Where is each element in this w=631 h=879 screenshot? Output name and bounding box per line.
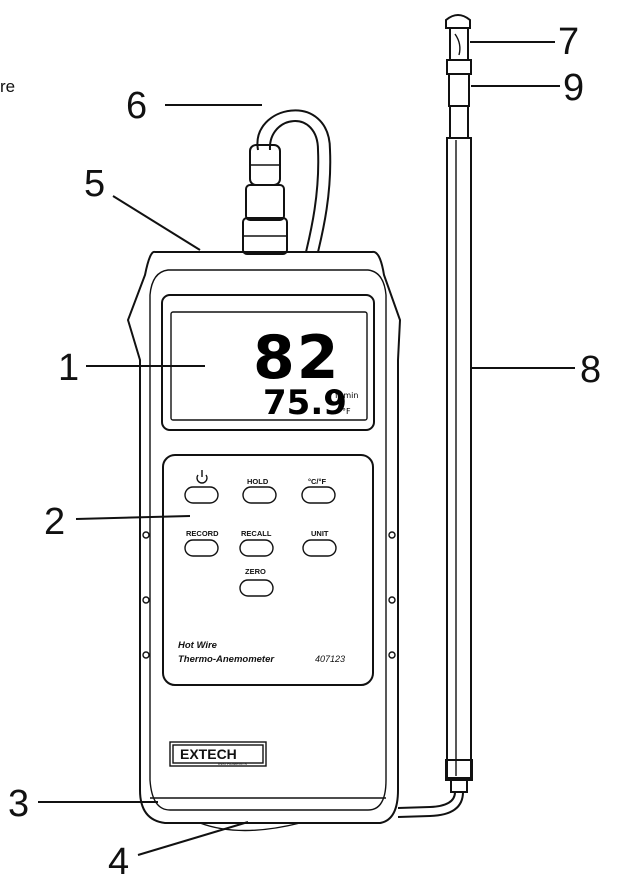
keypad-panel bbox=[162, 454, 374, 686]
power-button[interactable] bbox=[184, 470, 219, 504]
lcd-sub-reading: 75.9 bbox=[263, 383, 347, 423]
callout-6: 6 bbox=[126, 85, 147, 127]
recall-button-label: RECALL bbox=[241, 529, 272, 538]
cable-connector bbox=[242, 144, 288, 255]
display-area: 82 75.9 ft min °F bbox=[161, 294, 375, 431]
callout-leaders bbox=[38, 41, 575, 856]
brand-logo: EXTECH INSTRUMENTS bbox=[169, 741, 267, 767]
record-button[interactable]: RECORD bbox=[184, 529, 219, 557]
unit-button[interactable]: UNIT bbox=[302, 529, 337, 557]
hold-button[interactable]: HOLD bbox=[242, 477, 277, 504]
callout-3: 3 bbox=[8, 783, 29, 825]
zero-button-label: ZERO bbox=[245, 567, 266, 576]
callout-1: 1 bbox=[58, 347, 79, 389]
meter-housing bbox=[126, 250, 402, 832]
brand-name: EXTECH bbox=[180, 746, 237, 762]
lcd-main-reading: 82 bbox=[253, 323, 341, 393]
zero-button[interactable]: ZERO bbox=[239, 567, 274, 597]
probe-cable-top bbox=[256, 109, 332, 253]
callout-5: 5 bbox=[84, 163, 105, 205]
callout-4: 4 bbox=[108, 841, 129, 879]
product-line2: Thermo-Anemometer bbox=[178, 654, 275, 665]
lcd-main-unit: ft min bbox=[335, 391, 358, 400]
telescoping-probe bbox=[445, 14, 473, 793]
power-icon bbox=[196, 470, 208, 484]
recall-button[interactable]: RECALL bbox=[239, 529, 274, 557]
hold-button-label: HOLD bbox=[247, 477, 269, 486]
callout-8: 8 bbox=[580, 349, 601, 391]
product-name: Hot Wire Thermo-Anemometer 407123 bbox=[178, 640, 345, 665]
record-button-label: RECORD bbox=[186, 529, 219, 538]
temp-unit-button-label: °C/°F bbox=[308, 477, 326, 486]
temp-unit-button[interactable]: °C/°F bbox=[301, 477, 336, 504]
model-number: 407123 bbox=[315, 654, 345, 664]
brand-subtitle: INSTRUMENTS bbox=[218, 761, 247, 766]
probe-cable-bottom bbox=[397, 791, 464, 818]
lcd-sub-unit: °F bbox=[342, 407, 351, 416]
partial-text: re bbox=[0, 77, 15, 96]
callout-2: 2 bbox=[44, 501, 65, 543]
callout-7: 7 bbox=[558, 21, 579, 63]
callout-labels: 1 2 3 4 5 6 7 8 9 bbox=[8, 21, 601, 879]
unit-button-label: UNIT bbox=[311, 529, 329, 538]
callout-9: 9 bbox=[563, 67, 584, 109]
product-line1: Hot Wire bbox=[178, 640, 218, 651]
